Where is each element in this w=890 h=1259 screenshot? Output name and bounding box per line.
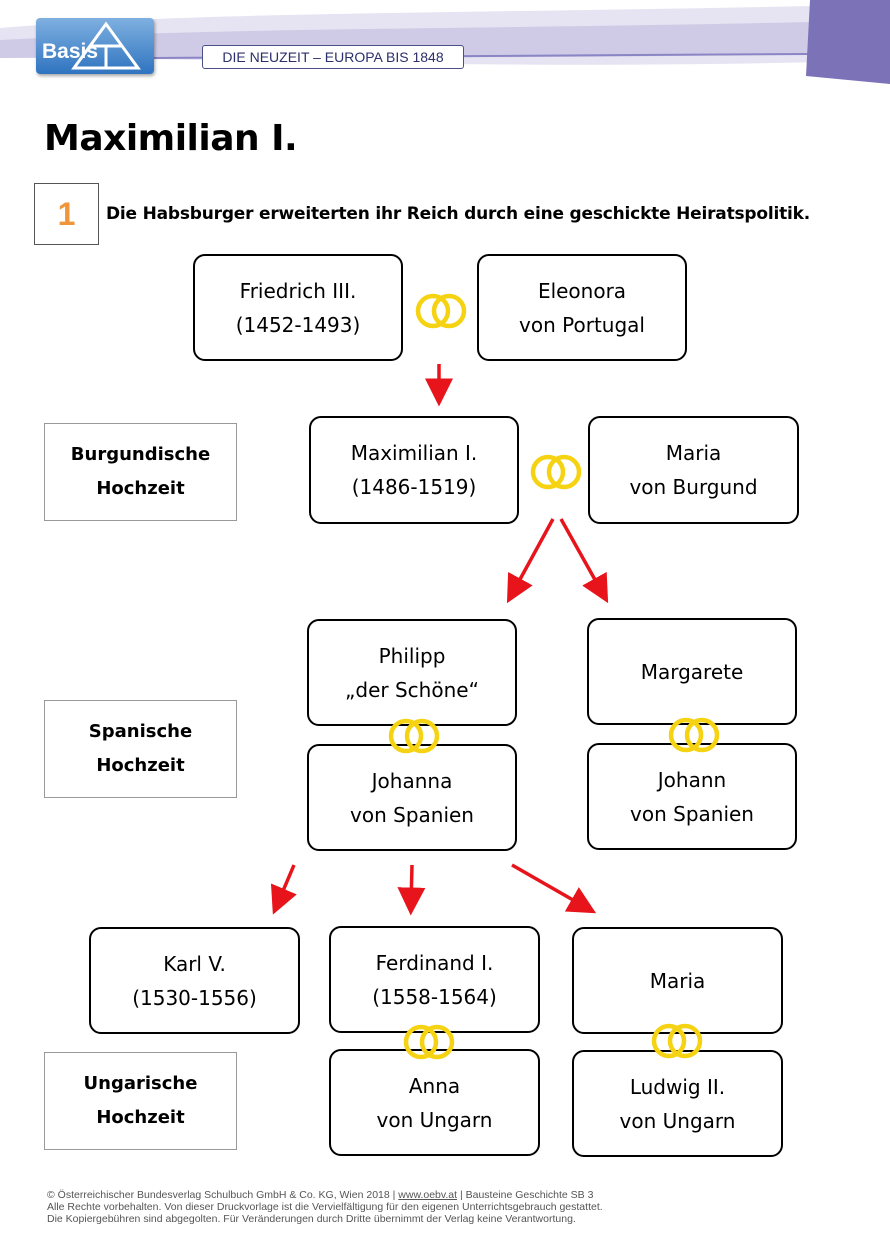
task-number: 1 bbox=[34, 183, 99, 245]
wedding-rings-icon bbox=[403, 1024, 455, 1060]
logo-text: Basis bbox=[42, 40, 99, 63]
wedding-rings-icon bbox=[668, 717, 720, 753]
person-karl-v: Karl V.(1530-1556) bbox=[89, 927, 300, 1034]
arrow-philipp-ferdinand bbox=[397, 864, 426, 916]
person-friedrich-iii: Friedrich III.(1452-1493) bbox=[193, 254, 403, 361]
arrow-maximilian-margarete bbox=[559, 518, 609, 604]
person-maria-ungarn: Maria bbox=[572, 927, 783, 1034]
wedding-rings-icon bbox=[530, 454, 582, 490]
wedding-rings-icon bbox=[388, 718, 440, 754]
arrow-philipp-karl bbox=[270, 864, 297, 915]
publisher-link[interactable]: www.oebv.at bbox=[398, 1189, 458, 1201]
corner-tab bbox=[806, 0, 890, 84]
wedding-rings-icon bbox=[415, 293, 467, 329]
person-margarete: Margarete bbox=[587, 618, 797, 725]
copyright-footer: © Österreichischer Bundesverlag Schulbuc… bbox=[47, 1189, 603, 1225]
person-philipp: Philipp„der Schöne“ bbox=[307, 619, 517, 726]
task-instruction: Die Habsburger erweiterten ihr Reich dur… bbox=[106, 204, 811, 224]
wedding-rings-icon bbox=[651, 1023, 703, 1059]
person-ferdinand-i: Ferdinand I.(1558-1564) bbox=[329, 926, 540, 1033]
person-ludwig-ii: Ludwig II.von Ungarn bbox=[572, 1050, 783, 1157]
arrow-philipp-maria bbox=[511, 863, 597, 914]
publisher-logo bbox=[36, 18, 154, 74]
person-maximilian-i: Maximilian I.(1486-1519) bbox=[309, 416, 519, 524]
arrow-maximilian-philipp bbox=[506, 518, 555, 604]
series-label: DIE NEUZEIT – EUROPA BIS 1848 bbox=[202, 45, 464, 69]
page-title: Maximilian I. bbox=[44, 118, 298, 159]
